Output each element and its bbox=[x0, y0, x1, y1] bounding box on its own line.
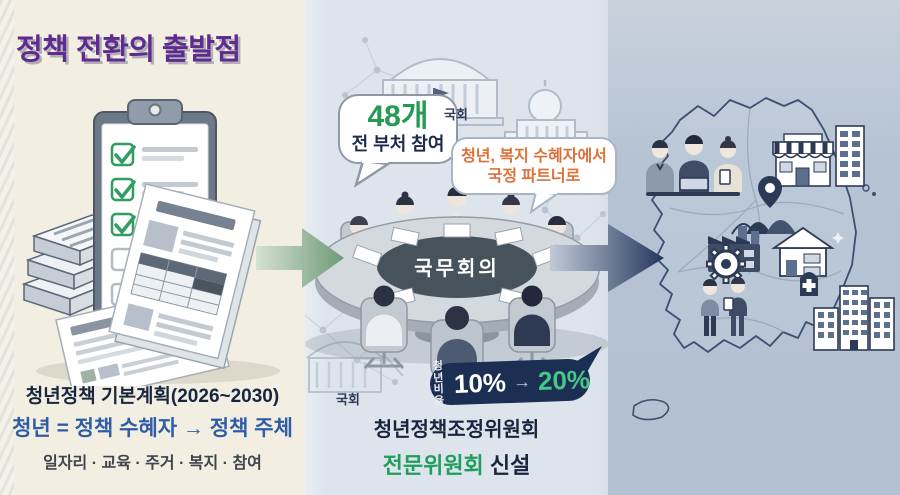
cabinet-table-label: 국무회의 bbox=[414, 257, 500, 280]
left-captions: 청년정책 기본계획(2026~2030) 청년 = 정책 수혜자 → 정책 주체… bbox=[0, 381, 305, 473]
panel-policy-origin: 정책 전환의 출발점 bbox=[0, 0, 305, 495]
province-borders bbox=[669, 107, 845, 333]
ratio-to: 20% bbox=[537, 363, 591, 396]
check-icon bbox=[114, 145, 136, 165]
storefront-icon bbox=[772, 125, 865, 187]
ulleungdo-island-dot bbox=[862, 184, 870, 192]
person-icon bbox=[514, 285, 550, 346]
policy-documents-illustration bbox=[21, 99, 280, 386]
policy-areas-text: 일자리 · 교육 · 주거 · 복지 · 참여 bbox=[43, 455, 262, 472]
expert-committee-rest: 신설 bbox=[483, 453, 531, 478]
youth-ratio-badge: 청년 비율 10% → 20% bbox=[429, 358, 591, 408]
report-document-icon bbox=[108, 183, 262, 370]
jeju-island-outline bbox=[632, 398, 670, 421]
ministries-count: 48개 bbox=[367, 100, 429, 133]
welfare-cross-icon bbox=[800, 272, 818, 296]
youth-workers-icons bbox=[646, 135, 742, 196]
dokdo-island-dot bbox=[872, 192, 876, 196]
korea-map-illustration bbox=[632, 97, 895, 421]
arrow-right-navy-icon bbox=[550, 224, 664, 292]
expert-committee-text: 전문위원회 신설 bbox=[305, 448, 608, 480]
laptop-icon bbox=[679, 177, 709, 191]
policy-subject-text: 청년 = 정책 수혜자 → 정책 주체 bbox=[12, 417, 293, 440]
person-icon bbox=[366, 285, 402, 346]
check-icon bbox=[114, 215, 136, 235]
partner-line1: 청년, 복지 수혜자에서 bbox=[461, 148, 607, 165]
bubble-tail bbox=[529, 190, 560, 215]
ministries-speech-bubble: 48개 전 부처 참여 bbox=[338, 94, 458, 188]
ratio-label-line1: 청년 bbox=[432, 360, 444, 385]
cabinet-table-plate bbox=[377, 236, 537, 298]
expert-committee-highlight: 전문위원회 bbox=[382, 453, 484, 478]
factory-icon bbox=[706, 226, 760, 284]
partner-line2: 국정 파트너로 bbox=[487, 168, 581, 185]
tablet-icon bbox=[719, 169, 731, 185]
house-icon bbox=[771, 226, 844, 277]
check-icon bbox=[114, 180, 136, 200]
panel-nationwide-expansion: 청년 국정 참여 구조화 보편적 청년정책 전환 지역·일자리·자립 기반 강화 bbox=[608, 0, 900, 495]
ratio-label-line2: 비율 bbox=[433, 383, 445, 408]
document-icon bbox=[723, 297, 734, 311]
bubble-tail bbox=[353, 159, 392, 188]
people-talking-icons bbox=[701, 277, 747, 336]
ministries-label: 전 부처 참여 bbox=[351, 134, 445, 154]
page-title: 정책 전환의 출발점 bbox=[16, 34, 241, 66]
ratio-arrow-icon: → bbox=[512, 370, 532, 392]
partner-speech-bubble: 청년, 복지 수혜자에서 국정 파트너로 bbox=[451, 137, 617, 215]
middle-captions: 청년정책조정위원회 전문위원회 신설 bbox=[305, 413, 608, 480]
coordination-committee-text: 청년정책조정위원회 bbox=[373, 419, 540, 441]
arrow-right-green-icon bbox=[256, 228, 344, 288]
assembly-label-bottom: 국회 bbox=[336, 392, 360, 407]
basic-plan-text: 청년정책 기본계획(2026~2030) bbox=[25, 386, 280, 407]
ratio-from: 10% bbox=[453, 366, 507, 399]
assembly-label-top: 국회 bbox=[444, 107, 468, 122]
ratio-badge-label: 청년 비율 bbox=[429, 360, 448, 408]
location-pin-icon bbox=[758, 176, 782, 208]
city-buildings-icon bbox=[813, 285, 895, 351]
decorative-stripe-edge bbox=[0, 0, 14, 495]
gear-icon bbox=[706, 244, 746, 284]
